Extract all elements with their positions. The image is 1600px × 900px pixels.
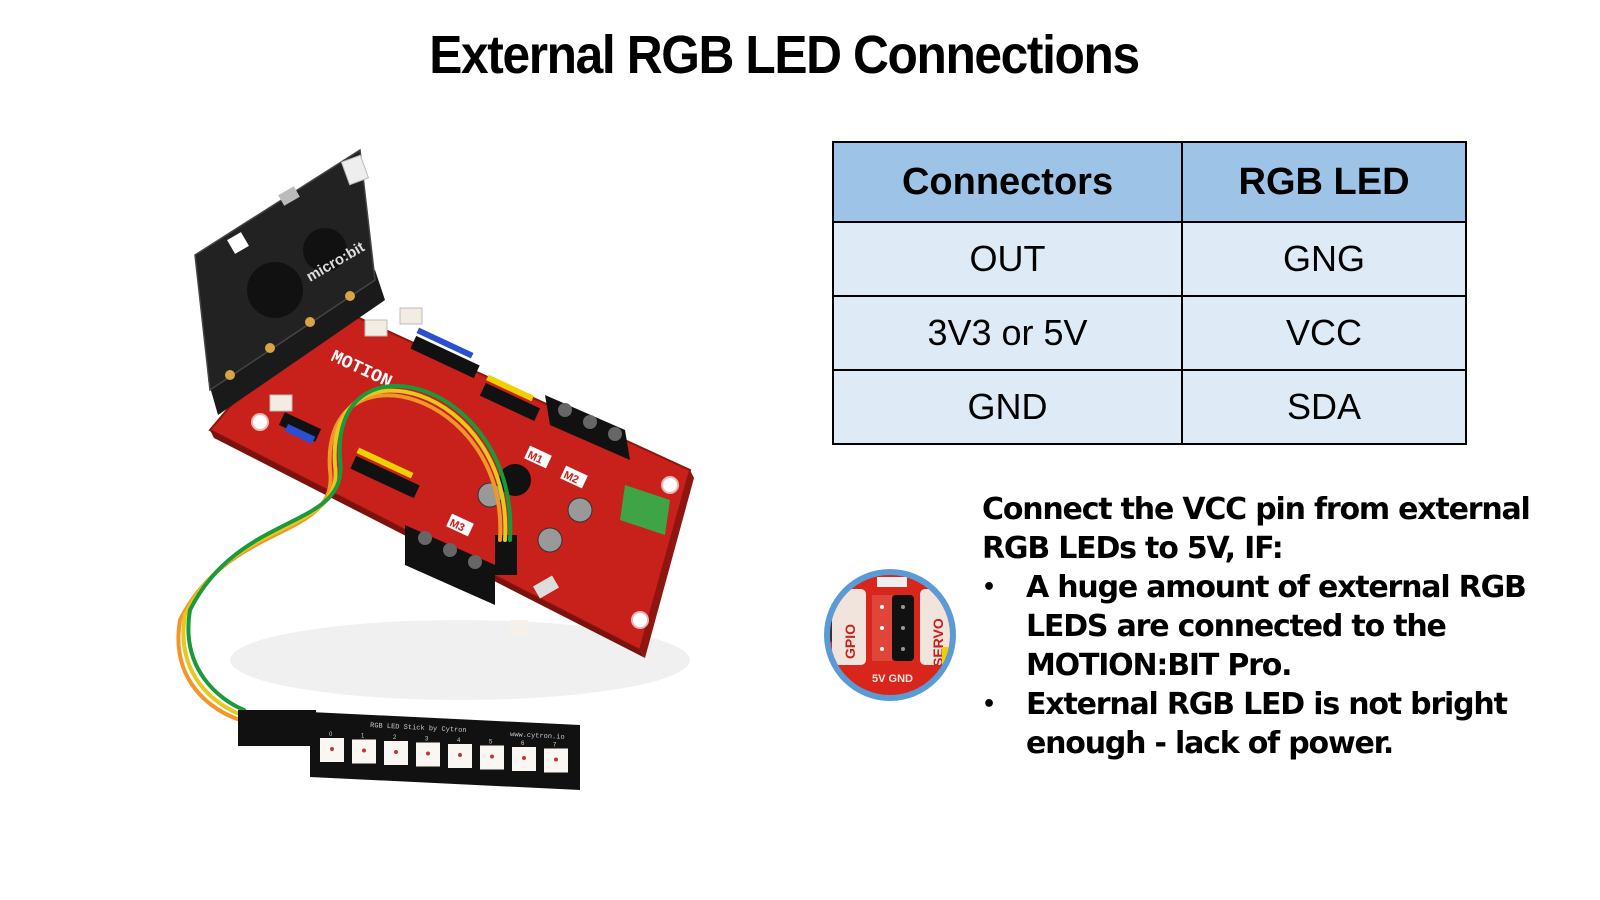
inset-gpio-label: GPIO [842, 624, 858, 659]
header-closeup-inset: GPIO SERVO 5V GND [822, 567, 958, 703]
led-cell: 4 [448, 738, 472, 768]
header-pins [278, 327, 541, 499]
led-index-label: 7 [553, 743, 557, 749]
led-index-label: 4 [457, 738, 461, 744]
led-cell: 2 [384, 735, 408, 765]
note-bullet-text: A huge amount of external RGB LEDS are c… [1026, 570, 1527, 683]
table-row: GND SDA [831, 369, 1467, 445]
led-index-label: 5 [489, 740, 493, 746]
power-note: Connect the VCC pin from external RGB LE… [982, 490, 1542, 763]
led-cell: 7 [544, 743, 568, 773]
dupont-connector-board [495, 535, 517, 575]
led-index-label: 6 [521, 741, 525, 747]
table-header-row: Connectors RGB LED [831, 141, 1467, 223]
led-index-label: 1 [361, 734, 365, 740]
svg-text:M3: M3 [448, 517, 467, 534]
motion-bit-board-illustration: micro:bit MOTION [176, 148, 694, 790]
inset-5v-gnd-label: 5V GND [872, 673, 913, 685]
gpio-servo-closeup: GPIO SERVO 5V GND [824, 569, 956, 701]
connections-table: Connectors RGB LED OUT GNG 3V3 or 5V VCC… [831, 141, 1467, 445]
cell-connector: GND [831, 369, 1184, 445]
note-bullet-item: • A huge amount of external RGB LEDS are… [982, 568, 1542, 685]
header-rgb-led: RGB LED [1181, 141, 1467, 223]
led-cell: 6 [512, 741, 536, 771]
jumper-wires [176, 383, 513, 722]
page-title: External RGB LED Connections [429, 25, 1140, 85]
cell-rgb-led: VCC [1181, 295, 1467, 371]
bullet-icon: • [982, 575, 996, 600]
svg-text:M2: M2 [562, 469, 581, 486]
led-index-label: 3 [425, 737, 429, 743]
led-stick-url: www.cytron.io [510, 731, 565, 742]
power-terminal [620, 485, 670, 535]
cell-connector: OUT [831, 221, 1184, 297]
led-cell: 1 [352, 734, 376, 764]
led-cell: 5 [480, 740, 504, 770]
note-intro: Connect the VCC pin from external RGB LE… [982, 492, 1531, 566]
terminal-block-right [545, 395, 630, 460]
table-row: OUT GNG [831, 221, 1467, 297]
svg-text:M1: M1 [526, 449, 545, 466]
note-bullet-text: External RGB LED is not bright enough - … [1026, 687, 1508, 761]
led-index-label: 0 [329, 732, 333, 738]
led-index-label: 2 [393, 735, 397, 741]
terminal-block-bottom [405, 525, 495, 605]
cell-connector: 3V3 or 5V [831, 295, 1184, 371]
cell-rgb-led: GNG [1181, 221, 1467, 297]
led-cell: 3 [416, 737, 440, 767]
bullet-icon: • [982, 692, 996, 717]
note-bullet-list: • A huge amount of external RGB LEDS are… [982, 568, 1542, 763]
table-row: 3V3 or 5V VCC [831, 295, 1467, 371]
switch-label: OFF [517, 603, 538, 620]
header-connectors: Connectors [831, 141, 1184, 223]
led-cell: 0 [320, 732, 344, 762]
product-photo: micro:bit MOTION [170, 140, 710, 810]
motor-labels: M1 M2 M3 [446, 445, 588, 537]
note-bullet-item: • External RGB LED is not bright enough … [982, 685, 1542, 763]
cell-rgb-led: SDA [1181, 369, 1467, 445]
